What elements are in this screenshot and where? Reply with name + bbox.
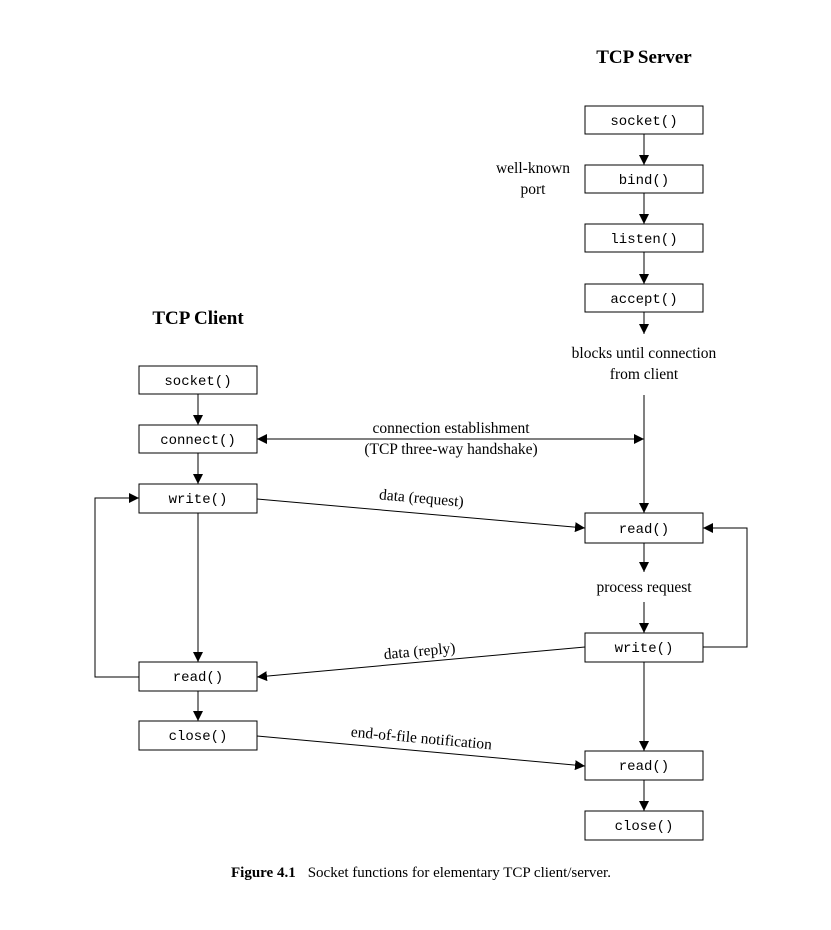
server-read-label: read(): [619, 522, 669, 538]
server-read-eof-label: read(): [619, 759, 669, 775]
server-socket-box: socket(): [584, 105, 704, 135]
server-title: TCP Server: [596, 47, 692, 68]
server-close-label: close(): [615, 819, 674, 835]
data-request-label: data (request): [378, 486, 464, 510]
client-socket-box: socket(): [138, 365, 258, 395]
server-bind-label: bind(): [619, 173, 669, 189]
figure-caption: Figure 4.1 Socket functions for elementar…: [231, 865, 611, 881]
data-request-arrow: [256, 498, 586, 533]
server-listen-box: listen(): [584, 223, 704, 253]
server-loop-arrow: [703, 523, 748, 648]
client-write-box: write(): [138, 483, 258, 514]
client-read-box: read(): [138, 661, 258, 692]
server-accept-box: accept(): [584, 283, 704, 313]
server-read-eof-box: read(): [584, 750, 704, 781]
client-write-label: write(): [169, 492, 228, 508]
server-accept-label: accept(): [610, 292, 677, 308]
three-way-handshake-label: (TCP three-way handshake): [364, 441, 537, 458]
client-title: TCP Client: [152, 308, 244, 329]
server-listen-label: listen(): [610, 232, 677, 248]
well-known-label: well-known: [496, 160, 570, 177]
client-socket-label: socket(): [164, 374, 231, 390]
server-close-box: close(): [584, 810, 704, 841]
server-socket-label: socket(): [610, 114, 677, 130]
server-write-label: write(): [615, 641, 674, 657]
port-label: port: [521, 181, 547, 198]
client-close-label: close(): [169, 729, 228, 745]
client-connect-box: connect(): [138, 424, 258, 454]
from-client-label: from client: [610, 366, 679, 383]
figure-caption-label: Figure 4.1: [231, 865, 296, 881]
data-reply-label: data (reply): [383, 640, 456, 663]
eof-arrow: [256, 735, 586, 771]
process-request-label: process request: [596, 579, 692, 596]
blocks-until-label: blocks until connection: [572, 345, 717, 362]
server-read-box: read(): [584, 512, 704, 544]
client-connect-label: connect(): [160, 433, 236, 449]
data-reply-arrow: [256, 646, 586, 682]
server-write-box: write(): [584, 632, 704, 663]
eof-label: end-of-file notification: [350, 724, 493, 754]
server-bind-box: bind(): [584, 164, 704, 194]
client-read-label: read(): [173, 670, 223, 686]
connection-establishment-label: connection establishment: [372, 420, 530, 437]
figure-caption-text: Socket functions for elementary TCP clie…: [308, 865, 611, 881]
client-close-box: close(): [138, 720, 258, 751]
client-loop-arrow: [94, 493, 139, 678]
